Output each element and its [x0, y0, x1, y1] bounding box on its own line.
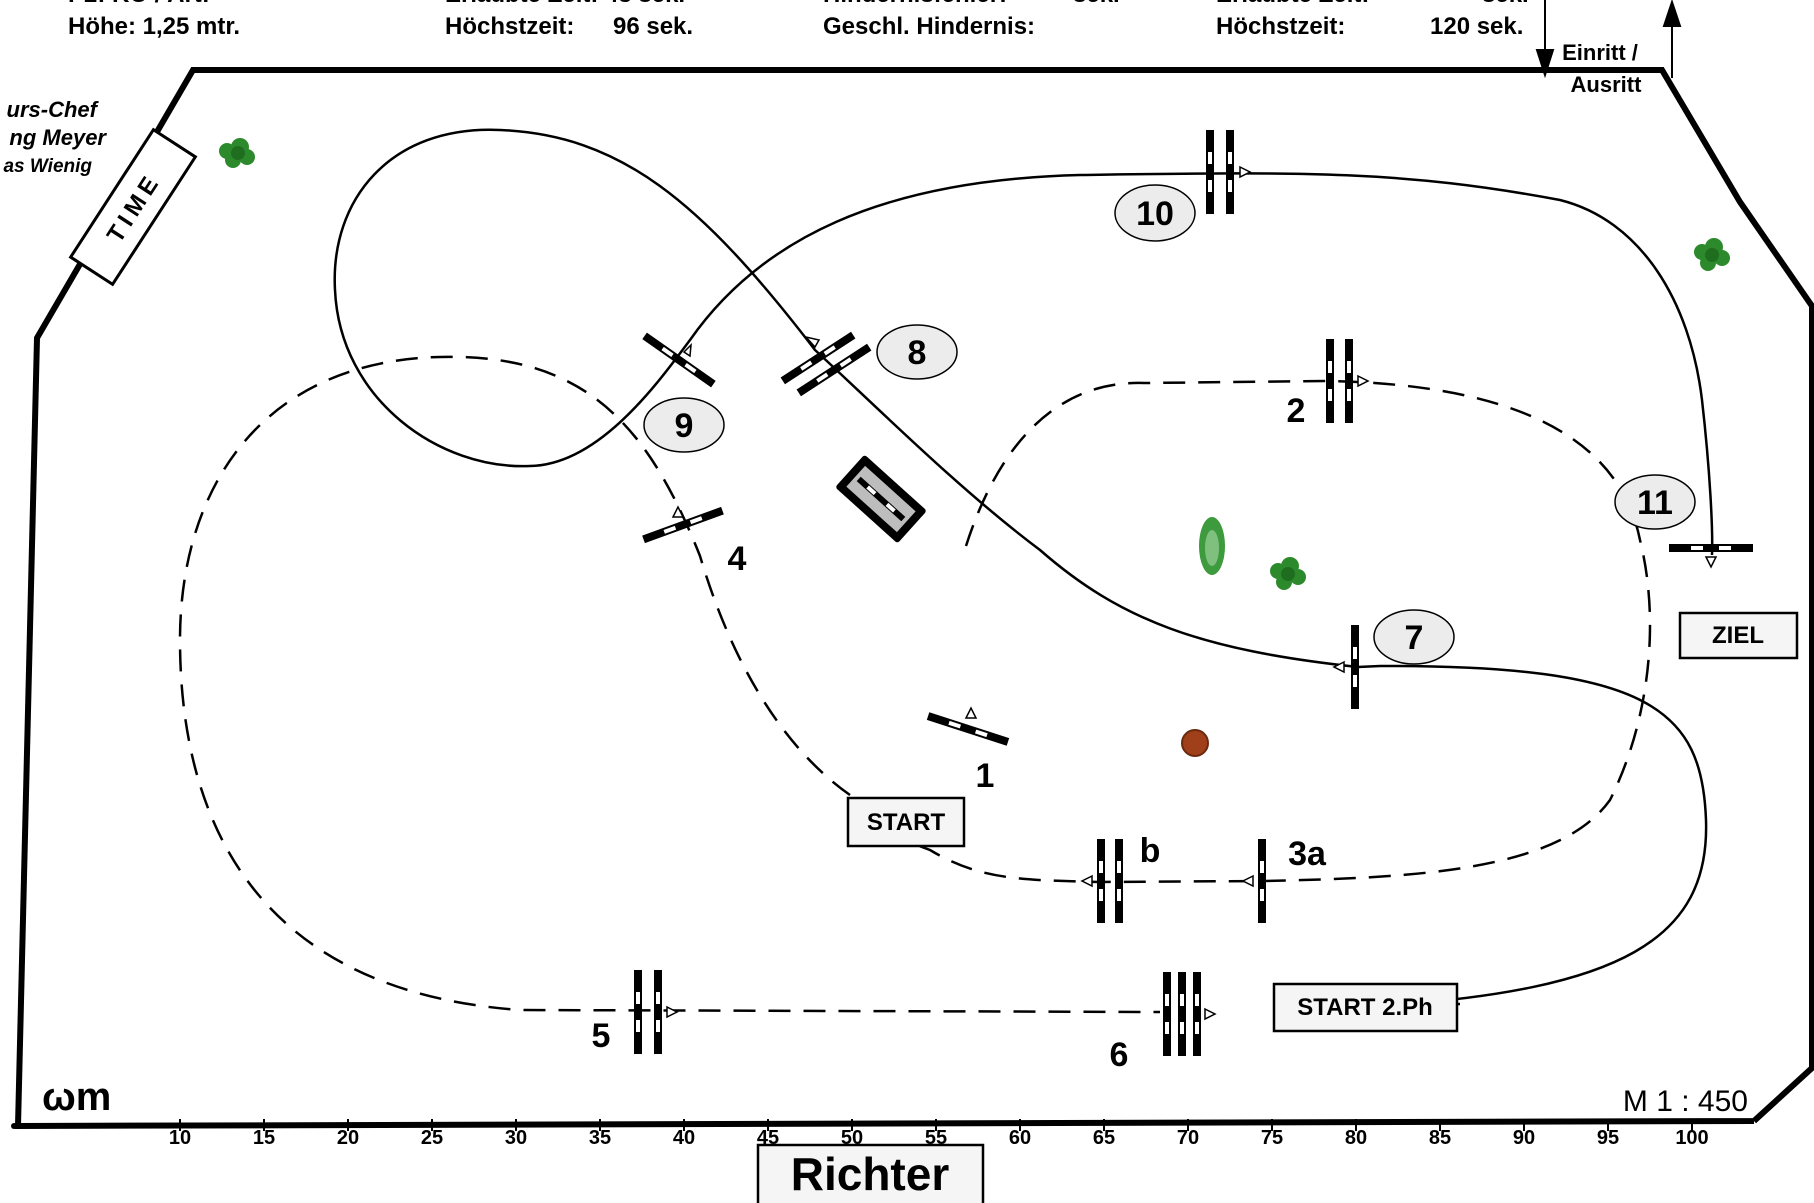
ruler-label: 80: [1345, 1127, 1367, 1149]
header-hoechstzeit-value-2: 120 sek.: [1430, 13, 1523, 40]
arena-boundary: [14, 67, 1814, 1130]
ruler-label: 90: [1513, 1127, 1535, 1149]
tree-icon: [1694, 238, 1730, 271]
obstacle-number-1: 1: [976, 757, 995, 795]
credit-line-2: ng Meyer: [9, 125, 107, 150]
header-geschl-hindernis: Geschl. Hindernis:: [823, 13, 1035, 40]
tree-icon: [219, 138, 255, 168]
ziel-box: ZIEL: [1678, 611, 1799, 660]
richter-box: Richter: [756, 1143, 985, 1203]
ruler-label: 100: [1675, 1127, 1708, 1149]
header-erlaubte-zeit-1: Erlaubte Zeit: 48 sek.: [445, 0, 685, 8]
obstacle-number-3a: 3a: [1288, 835, 1327, 873]
obstacle-number-11: 11: [1637, 484, 1673, 522]
header-sek-2: sek.: [1482, 0, 1529, 8]
ruler-label: 60: [1009, 1127, 1031, 1149]
obstacle-10: [1206, 130, 1252, 214]
ruler-label: 20: [337, 1127, 359, 1149]
obstacle-b: [1080, 839, 1123, 923]
start-2-label: START 2.Ph: [1297, 994, 1433, 1021]
ruler-label: 95: [1597, 1127, 1619, 1149]
obstacle-number-7-oval: [1373, 609, 1455, 665]
obstacle-number-8: 8: [908, 334, 927, 372]
start-box: START: [846, 796, 966, 848]
ruler-label: 70: [1177, 1127, 1199, 1149]
start-2-box: START 2.Ph: [1272, 982, 1459, 1033]
scale-label: M 1 : 450: [1623, 1085, 1748, 1118]
credit-line-3: as Wienig: [3, 156, 92, 177]
ruler-label: 10: [169, 1127, 191, 1149]
entrance-label-1: Einritt /: [1562, 40, 1638, 65]
obstacle-number-7: 7: [1405, 619, 1424, 657]
obstacle-number-9: 9: [675, 407, 694, 445]
ball-marker: [1181, 729, 1209, 757]
header-hoechstzeit-label-2: Höchstzeit:: [1216, 13, 1345, 40]
obstacle-4: [642, 505, 724, 544]
distance-ruler: [179, 1119, 1693, 1131]
start-label: START: [867, 809, 946, 836]
shrub-icon: [1199, 517, 1225, 575]
tree-icon: [1270, 557, 1306, 590]
ruler-label: 40: [673, 1127, 695, 1149]
route-phase-2: [333, 128, 1714, 1008]
ruler-label: 55: [925, 1127, 947, 1149]
water-ditch-obstacle: [836, 455, 926, 543]
obstacle-number-2: 2: [1287, 392, 1306, 430]
obstacle-6: [1163, 972, 1217, 1056]
obstacle-11: [1669, 544, 1753, 569]
obstacle-3a: [1241, 839, 1266, 923]
ruler-label: 65: [1093, 1127, 1115, 1149]
ruler-label: 35: [589, 1127, 611, 1149]
header-sek-1: sek.: [1073, 0, 1120, 8]
obstacle-number-b: b: [1140, 832, 1161, 870]
header-art: P2: KO / Art:: [68, 0, 210, 8]
ruler-label: 50: [841, 1127, 863, 1149]
ziel-label: ZIEL: [1712, 622, 1764, 649]
obstacle-5: [634, 970, 679, 1054]
corner-dot: [11, 1123, 17, 1129]
obstacle-number-10: 10: [1136, 195, 1174, 233]
ruler-label: 75: [1261, 1127, 1283, 1149]
ruler-label: 15: [253, 1127, 275, 1149]
entrance-label-2: Ausritt: [1571, 72, 1643, 97]
obstacle-7: [1332, 625, 1359, 709]
ruler-label: 25: [421, 1127, 443, 1149]
entrance-arrows: [1535, 0, 1682, 79]
obstacle-number-10-oval: [1114, 184, 1196, 242]
obstacle-2: [1326, 339, 1370, 423]
ruler-label: 30: [505, 1127, 527, 1149]
obstacle-number-6: 6: [1110, 1036, 1129, 1074]
obstacle-8: [780, 331, 872, 397]
obstacle-number-5: 5: [592, 1017, 611, 1055]
header-hindernisfehler: Hindernisfehler:: [823, 0, 1007, 8]
header-hoehe: Höhe: 1,25 mtr.: [68, 13, 240, 40]
obstacle-9: [642, 332, 716, 388]
ruler-label: 85: [1429, 1127, 1451, 1149]
header-erlaubte-zeit-2: Erlaubte Zeit:: [1216, 0, 1369, 8]
obstacle-number-9-oval: [643, 397, 725, 453]
obstacle-1: [926, 706, 1010, 746]
header-hoechstzeit-label-1: Höchstzeit:: [445, 13, 574, 40]
header-hoechstzeit-value-1: 96 sek.: [613, 13, 693, 40]
obstacle-number-4: 4: [728, 540, 747, 578]
obstacle-number-8-oval: [876, 324, 958, 380]
ruler-label: 45: [757, 1127, 779, 1149]
designer-logo: ωm: [42, 1075, 111, 1119]
route-phase-1: [178, 355, 1652, 1014]
obstacle-number-11-oval: [1614, 474, 1696, 530]
credit-line-1: urs-Chef: [7, 97, 100, 122]
time-box: TIME: [68, 127, 198, 287]
richter-label: Richter: [791, 1148, 950, 1200]
